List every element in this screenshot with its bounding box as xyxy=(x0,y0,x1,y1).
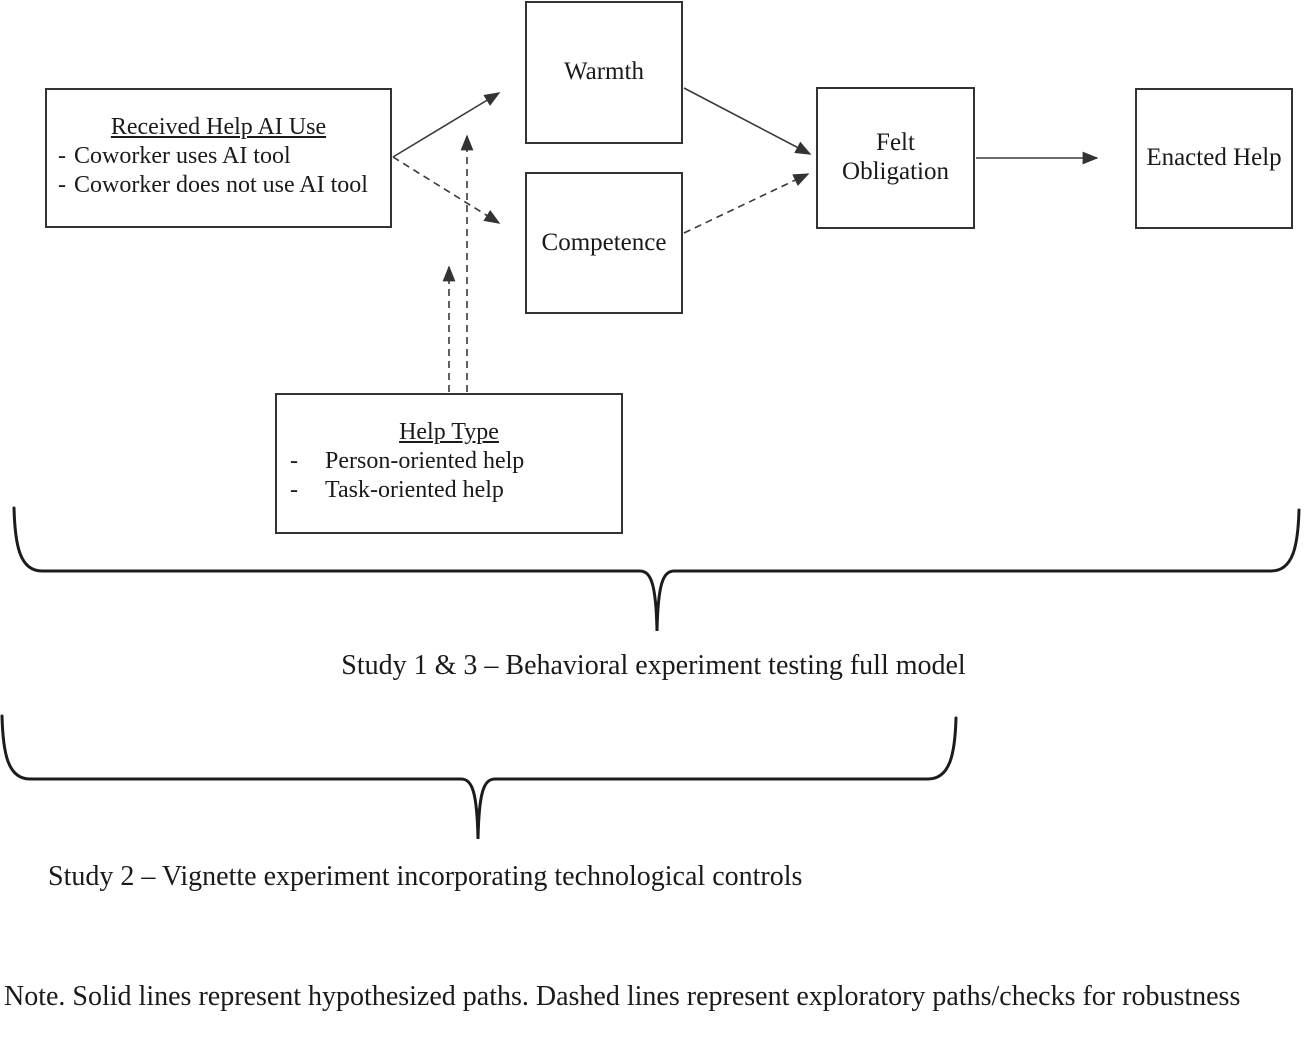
bullet-dash: - xyxy=(58,143,66,169)
box-received-help-ai-use: Received Help AI Use - Coworker uses AI … xyxy=(45,88,392,228)
received-help-item: - Coworker uses AI tool xyxy=(47,142,390,171)
received-help-item: - Coworker does not use AI tool xyxy=(47,171,390,200)
brace-study-1-3 xyxy=(12,506,1301,632)
figure-note: Note. Solid lines represent hypothesized… xyxy=(4,981,1241,1012)
bullet-text: Person-oriented help xyxy=(325,448,525,474)
box-help-type: Help Type - Person-oriented help - Task-… xyxy=(275,393,623,534)
received-help-title: Received Help AI Use xyxy=(110,114,327,140)
arrow-receivedhelp-to-warmth-solid xyxy=(392,92,501,158)
enacted-help-label: Enacted Help xyxy=(1146,144,1282,172)
caption-study-2: Study 2 – Vignette experiment incorporat… xyxy=(48,861,803,892)
arrow-warmth-to-feltobligation-solid xyxy=(683,87,812,155)
arrow-competence-to-feltobligation-dashed xyxy=(683,173,810,234)
warmth-label: Warmth xyxy=(564,58,644,86)
bullet-dash: - xyxy=(290,477,298,503)
help-type-title: Help Type xyxy=(399,419,499,445)
help-type-item: - Person-oriented help xyxy=(277,447,621,476)
bullet-text: Coworker uses AI tool xyxy=(74,143,291,169)
box-competence: Competence xyxy=(525,172,683,314)
bullet-dash: - xyxy=(58,172,66,198)
competence-label: Competence xyxy=(541,228,667,256)
caption-study-1-3: Study 1 & 3 – Behavioral experiment test… xyxy=(341,650,966,681)
box-warmth: Warmth xyxy=(525,1,683,144)
help-type-item: - Task-oriented help xyxy=(277,476,621,505)
box-enacted-help: Enacted Help xyxy=(1135,88,1293,229)
bullet-text: Coworker does not use AI tool xyxy=(74,172,368,198)
arrow-receivedhelp-to-competence-dashed xyxy=(392,156,501,224)
box-felt-obligation: Felt Obligation xyxy=(816,87,975,229)
brace-study-2 xyxy=(0,714,958,840)
bullet-text: Task-oriented help xyxy=(325,477,504,503)
felt-obligation-label: Felt Obligation xyxy=(842,129,949,185)
bullet-dash: - xyxy=(290,448,298,474)
